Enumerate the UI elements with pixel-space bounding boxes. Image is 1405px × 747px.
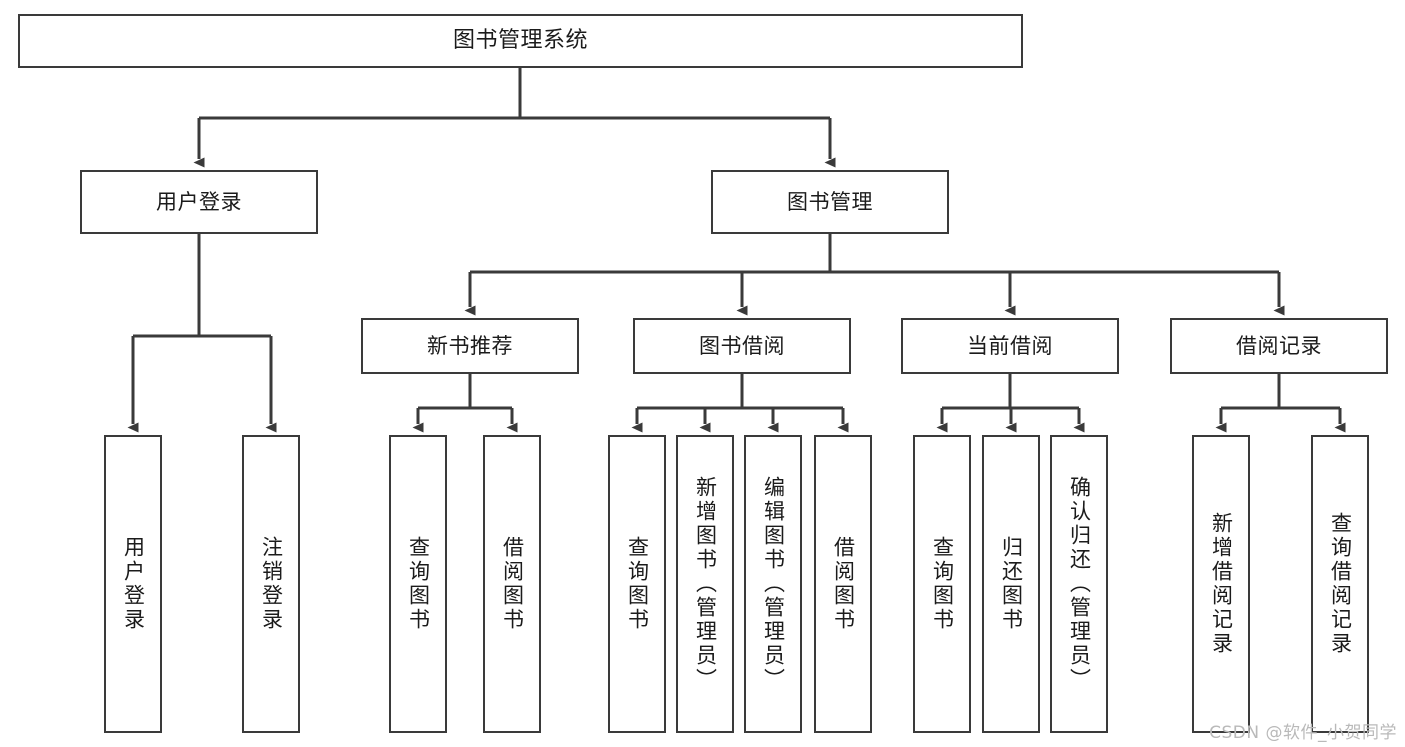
node-leaf-7-label: 编辑图书（管理员） [761,476,786,692]
node-level2-1[interactable]: 用户登录 [80,170,318,234]
node-leaf-1-label: 用户登录 [121,536,146,632]
node-leaf-3-label: 查询图书 [406,536,431,632]
node-level3-4[interactable]: 借阅记录 [1170,318,1388,374]
node-level3-3-label: 当前借阅 [967,333,1053,358]
node-level3-1-label: 新书推荐 [427,333,513,358]
node-level3-2[interactable]: 图书借阅 [633,318,851,374]
node-leaf-11[interactable]: 确认归还（管理员） [1050,435,1108,733]
node-leaf-13-label: 查询借阅记录 [1328,512,1353,656]
node-level2-1-label: 用户登录 [156,189,242,214]
node-level3-3[interactable]: 当前借阅 [901,318,1119,374]
node-leaf-6-label: 新增图书（管理员） [693,476,718,692]
node-leaf-11-label: 确认归还（管理员） [1067,476,1092,692]
node-level2-2[interactable]: 图书管理 [711,170,949,234]
node-leaf-1[interactable]: 用户登录 [104,435,162,733]
node-leaf-2[interactable]: 注销登录 [242,435,300,733]
node-level3-4-label: 借阅记录 [1236,333,1322,358]
node-leaf-8-label: 借阅图书 [831,536,856,632]
node-leaf-2-label: 注销登录 [259,536,284,632]
node-leaf-4-label: 借阅图书 [500,536,525,632]
node-leaf-12-label: 新增借阅记录 [1209,512,1234,656]
node-leaf-8[interactable]: 借阅图书 [814,435,872,733]
node-leaf-9[interactable]: 查询图书 [913,435,971,733]
watermark: CSDN @软件_小贺同学 [1209,723,1397,743]
node-level3-1[interactable]: 新书推荐 [361,318,579,374]
node-leaf-13[interactable]: 查询借阅记录 [1311,435,1369,733]
node-leaf-5[interactable]: 查询图书 [608,435,666,733]
node-leaf-10[interactable]: 归还图书 [982,435,1040,733]
node-leaf-3[interactable]: 查询图书 [389,435,447,733]
node-leaf-6[interactable]: 新增图书（管理员） [676,435,734,733]
node-leaf-10-label: 归还图书 [999,536,1024,632]
node-leaf-4[interactable]: 借阅图书 [483,435,541,733]
node-root-label: 图书管理系统 [452,28,588,54]
node-leaf-9-label: 查询图书 [930,536,955,632]
node-root[interactable]: 图书管理系统 [18,14,1023,68]
node-leaf-12[interactable]: 新增借阅记录 [1192,435,1250,733]
node-level3-2-label: 图书借阅 [699,333,785,358]
node-leaf-5-label: 查询图书 [625,536,650,632]
node-level2-2-label: 图书管理 [787,189,873,214]
node-leaf-7[interactable]: 编辑图书（管理员） [744,435,802,733]
